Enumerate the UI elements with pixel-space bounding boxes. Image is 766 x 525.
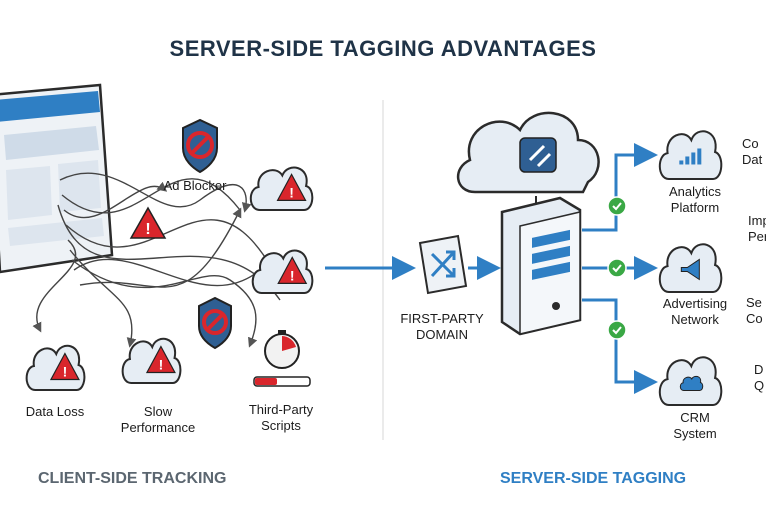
browser-window-icon <box>0 83 114 274</box>
svg-text:!: ! <box>290 267 295 283</box>
check-badge-icon <box>607 258 627 278</box>
warning-cloud-icon: ! <box>121 337 182 384</box>
check-badge-icon <box>607 320 627 340</box>
svg-text:!: ! <box>289 184 294 200</box>
first-party-domain-icon <box>418 234 468 295</box>
section-label-server: SERVER-SIDE TAGGING <box>500 470 687 487</box>
check-badge-icon <box>607 196 627 216</box>
bar-chart-icon <box>658 130 723 180</box>
server-tower-icon <box>500 196 582 336</box>
server-cloud-icon <box>457 111 600 194</box>
warning-cloud-icon: ! <box>251 249 314 294</box>
svg-text:!: ! <box>159 357 164 373</box>
page-title: SERVER-SIDE TAGGING ADVANTAGES <box>169 36 597 61</box>
svg-text:!: ! <box>63 364 68 380</box>
benefit-crm: D Q <box>754 362 765 393</box>
svg-text:!: ! <box>145 221 150 238</box>
benefit-advertising: Se Co <box>746 295 763 326</box>
warning-cloud-icon: ! <box>249 166 314 211</box>
label-advertising-network: Advertising Network <box>662 296 728 327</box>
label-data-loss: Data Loss <box>25 404 85 419</box>
label-ad-blocker: Ad Blocker <box>163 178 227 193</box>
crm-cloud-icon <box>658 356 723 406</box>
benefit-performance: Imp Perfo <box>748 213 766 244</box>
ad-blocker-shield-icon <box>182 118 218 174</box>
section-label-client: CLIENT-SIDE TRACKING <box>38 470 227 487</box>
warning-cloud-icon: ! <box>25 344 86 391</box>
label-crm-system: CRM System <box>673 410 717 441</box>
label-analytics-platform: Analytics Platform <box>668 184 722 215</box>
megaphone-icon <box>658 243 723 293</box>
tangled-request-lines <box>32 172 281 348</box>
label-first-party-domain: FIRST-PARTY DOMAIN <box>400 311 484 342</box>
label-third-party-scripts: Third-Party Scripts <box>248 402 314 433</box>
loading-bar <box>253 376 311 387</box>
blocker-shield-icon <box>198 296 232 350</box>
label-slow-performance: Slow Performance <box>120 404 196 435</box>
benefit-analytics: Co Dat <box>742 136 763 167</box>
stopwatch-icon <box>264 330 300 369</box>
warning-icon: ! <box>129 206 167 239</box>
